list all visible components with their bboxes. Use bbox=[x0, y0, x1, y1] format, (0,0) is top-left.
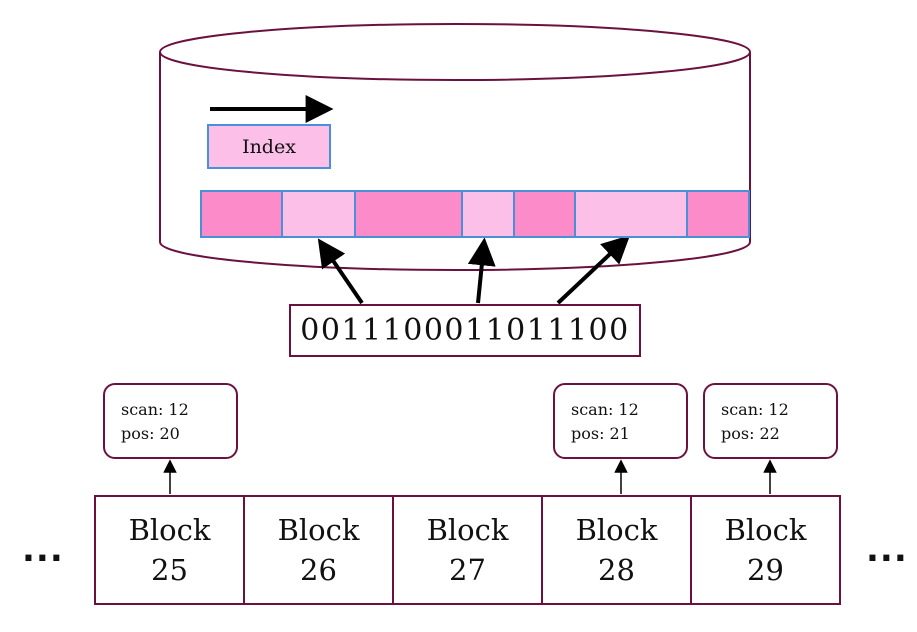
scan-line: scan: 12 bbox=[571, 398, 686, 422]
pos-value: 21 bbox=[609, 424, 630, 443]
bitmap-pointer-arrow-2 bbox=[467, 237, 496, 304]
index-segment bbox=[200, 190, 283, 238]
block-label: Block bbox=[426, 513, 509, 547]
index-segment bbox=[354, 190, 463, 238]
leading-ellipsis: ... bbox=[22, 530, 64, 570]
block-28-meta: scan: 12 pos: 21 bbox=[553, 383, 688, 459]
pos-value: 20 bbox=[159, 424, 180, 443]
scan-label: scan: bbox=[121, 400, 164, 419]
block-29: Block 29 bbox=[690, 495, 841, 605]
pos-label: pos: bbox=[721, 424, 755, 443]
pos-line: pos: 22 bbox=[721, 422, 836, 446]
scan-line: scan: 12 bbox=[721, 398, 836, 422]
scan-label: scan: bbox=[571, 400, 614, 419]
block-label: Block bbox=[575, 513, 658, 547]
pos-value: 22 bbox=[759, 424, 780, 443]
block-29-meta: scan: 12 pos: 22 bbox=[703, 383, 838, 459]
index-label: Index bbox=[242, 135, 296, 158]
bitmap-pointer-arrow-3 bbox=[556, 235, 631, 305]
block-number: 27 bbox=[449, 553, 486, 587]
index-segment bbox=[513, 190, 576, 238]
index-segment bbox=[574, 190, 688, 238]
index-segment-row bbox=[200, 190, 750, 238]
block-27: Block 27 bbox=[392, 495, 543, 605]
scan-value: 12 bbox=[768, 400, 789, 419]
block-number: 29 bbox=[747, 553, 784, 587]
bitmap-box: 0011100011011100 bbox=[289, 304, 641, 357]
block-25-meta: scan: 12 pos: 20 bbox=[103, 383, 238, 459]
block-26: Block 26 bbox=[243, 495, 394, 605]
block-number: 25 bbox=[151, 553, 188, 587]
index-segment bbox=[461, 190, 515, 238]
trailing-ellipsis: ... bbox=[866, 530, 908, 570]
pos-line: pos: 21 bbox=[571, 422, 686, 446]
block-28: Block 28 bbox=[541, 495, 692, 605]
bitmap-value: 0011100011011100 bbox=[300, 313, 630, 348]
scan-line: scan: 12 bbox=[121, 398, 236, 422]
block-25: Block 25 bbox=[94, 495, 245, 605]
block-label: Block bbox=[128, 513, 211, 547]
scan-label: scan: bbox=[721, 400, 764, 419]
block-row: Block 25 Block 26 Block 27 Block 28 Bloc… bbox=[94, 495, 841, 605]
bitmap-pointer-arrow-1 bbox=[317, 238, 364, 305]
index-segment bbox=[281, 190, 356, 238]
block-label: Block bbox=[724, 513, 807, 547]
block-number: 28 bbox=[598, 553, 635, 587]
cylinder-top bbox=[159, 23, 751, 81]
block-label: Block bbox=[277, 513, 360, 547]
scan-value: 12 bbox=[168, 400, 189, 419]
pos-label: pos: bbox=[571, 424, 605, 443]
pos-label: pos: bbox=[121, 424, 155, 443]
pos-line: pos: 20 bbox=[121, 422, 236, 446]
index-segment bbox=[686, 190, 750, 238]
scan-value: 12 bbox=[618, 400, 639, 419]
index-box: Index bbox=[207, 124, 331, 169]
block-number: 26 bbox=[300, 553, 337, 587]
